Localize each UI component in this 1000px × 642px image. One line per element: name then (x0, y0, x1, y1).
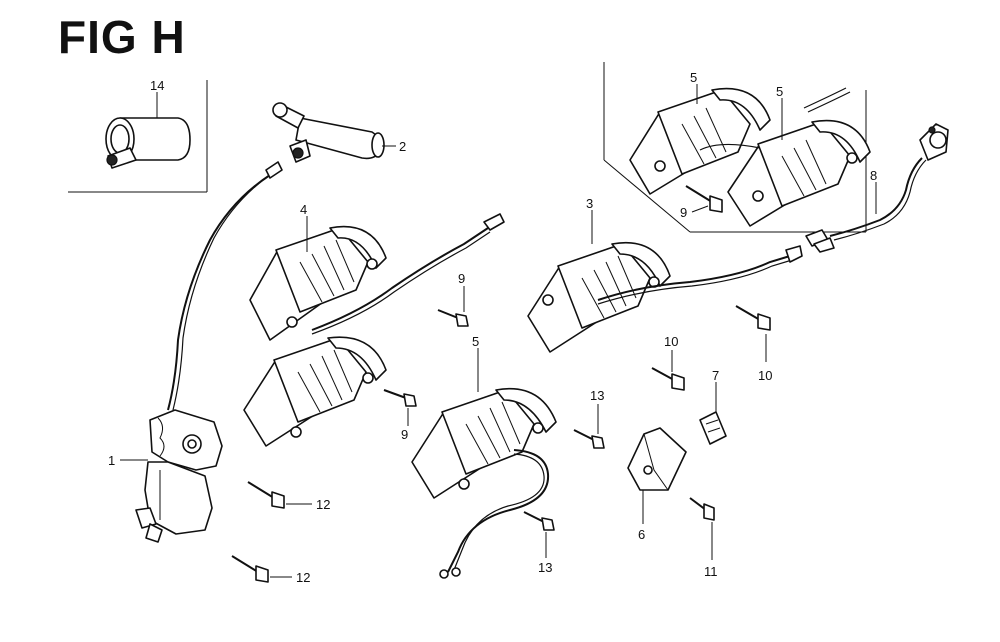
part-4-coil-lower (243, 336, 387, 447)
callout-14: 14 (150, 78, 164, 93)
callout-5a: 5 (690, 70, 697, 85)
part-4-coil-upper (249, 225, 387, 341)
part-1-ignition-coil (135, 409, 223, 543)
part-5-coil-middle (411, 387, 557, 499)
part-12-bolt-b (231, 555, 269, 583)
part-13-bolt-b (523, 511, 555, 531)
callout-2: 2 (399, 139, 406, 154)
callout-12a: 12 (316, 497, 330, 512)
part-5-coil-inset-a (629, 87, 771, 195)
callout-8: 8 (870, 168, 877, 183)
callout-5b: 5 (776, 84, 783, 99)
callout-4: 4 (300, 202, 307, 217)
leader-9c (691, 205, 709, 213)
high-tension-wire (167, 174, 271, 411)
figure-title: FIG H (58, 11, 186, 63)
callout-13b: 13 (538, 560, 552, 575)
inset-bracket-upper-right (603, 62, 867, 233)
part-7-clip (699, 411, 727, 445)
part-10-bolt-b (651, 367, 685, 391)
part-6-bracket (627, 427, 687, 491)
callout-13a: 13 (590, 388, 604, 403)
part-13-bolt-a (573, 429, 605, 449)
part-2-plug-cap (272, 102, 385, 163)
coil-3-wire (597, 255, 791, 301)
callout-10a: 10 (758, 368, 772, 383)
part-9-bolt-b (383, 389, 417, 407)
callout-3: 3 (586, 196, 593, 211)
part-9-bolt-a (437, 309, 469, 327)
part-8-connector-wire (805, 123, 949, 253)
callout-5c: 5 (472, 334, 479, 349)
callout-9c: 9 (680, 205, 687, 220)
part-10-bolt-a (735, 305, 771, 331)
callout-9a: 9 (458, 271, 465, 286)
callout-1: 1 (108, 453, 115, 468)
part-3-coil (527, 242, 671, 353)
coil-4-wire (311, 227, 489, 331)
callout-9b: 9 (401, 427, 408, 442)
part-9-bolt-c (685, 185, 723, 213)
callout-7: 7 (712, 368, 719, 383)
inset-box-part-14 (68, 80, 208, 193)
callout-6: 6 (638, 527, 645, 542)
callout-10b: 10 (664, 334, 678, 349)
part-5-coil-inset-b (727, 119, 871, 227)
callout-11: 11 (704, 564, 718, 579)
part-14-cap (105, 117, 191, 169)
part-12-bolt-a (247, 481, 285, 509)
part-11-bolt (689, 497, 715, 521)
callout-12b: 12 (296, 570, 310, 585)
